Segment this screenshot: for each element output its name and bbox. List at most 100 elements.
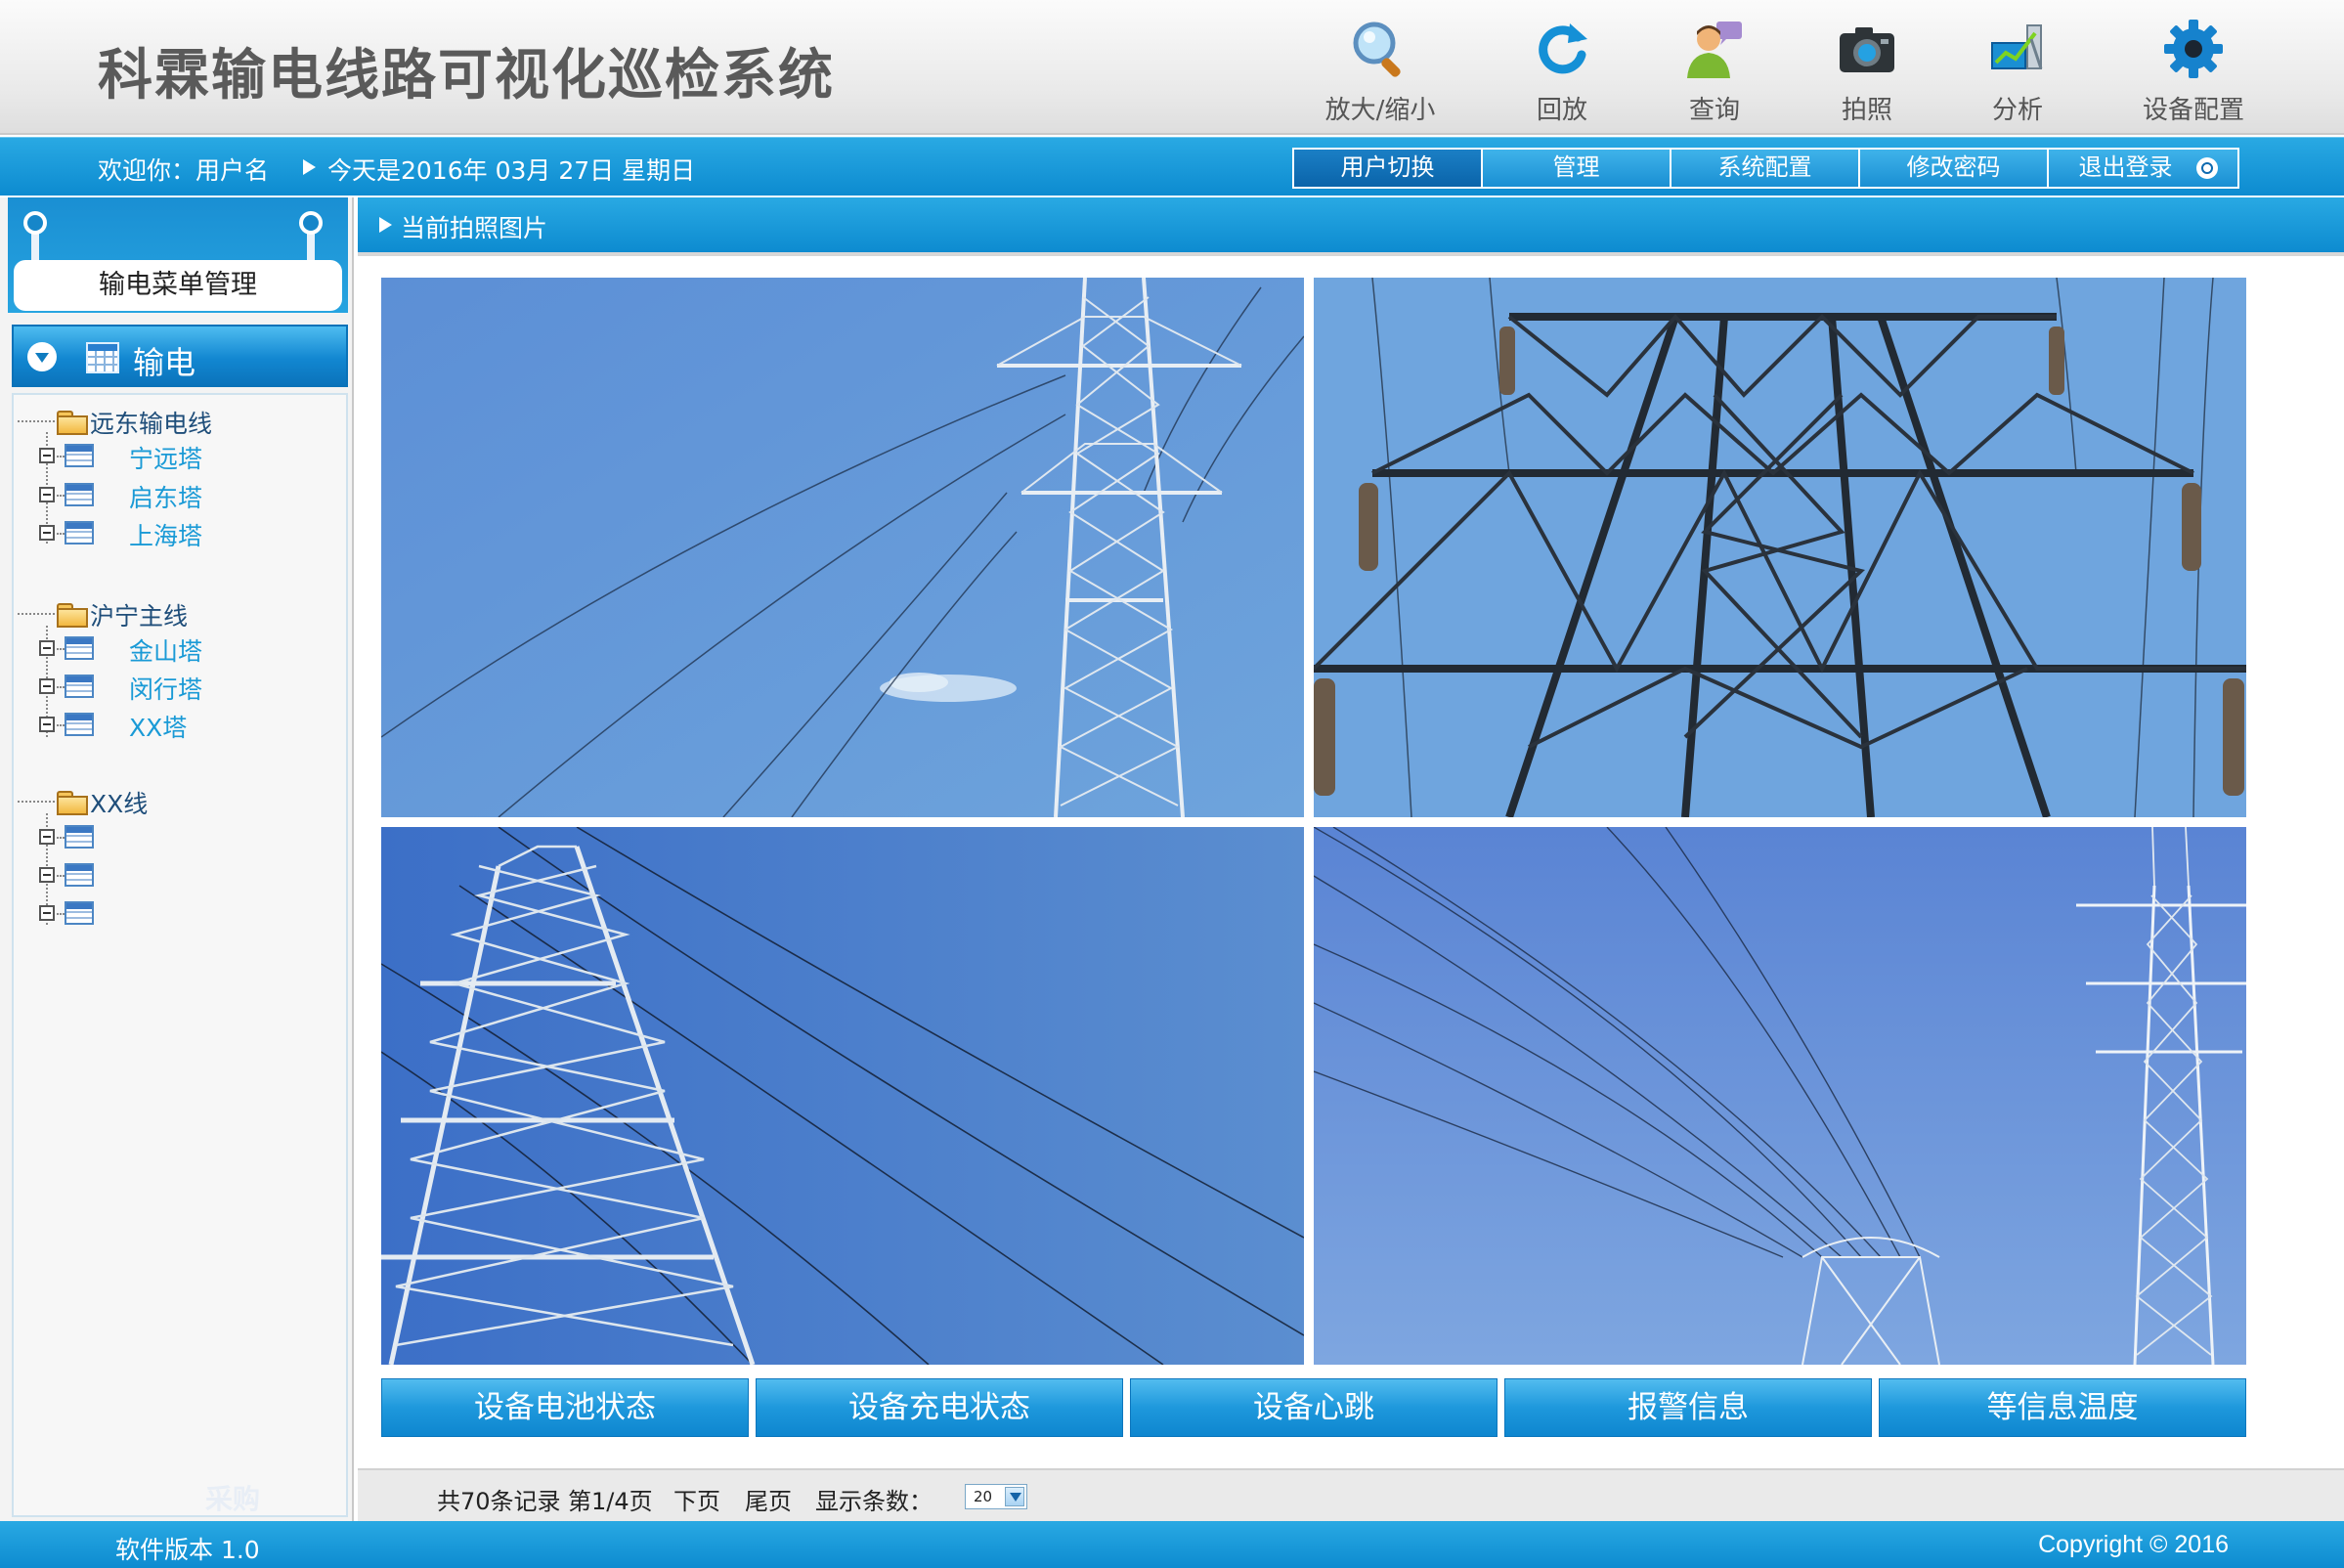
folder-icon	[57, 603, 88, 628]
heartbeat-button[interactable]: 设备心跳	[1130, 1378, 1498, 1437]
tree-connector	[57, 495, 65, 497]
system-config-button[interactable]: 系统配置	[1671, 150, 1860, 187]
change-password-button[interactable]: 修改密码	[1860, 150, 2049, 187]
temperature-info-button[interactable]: 等信息温度	[1879, 1378, 2246, 1437]
binder-ring-icon	[23, 211, 47, 235]
device-config-tool-button[interactable]: 设备配置	[2115, 14, 2272, 127]
tower-page-icon	[65, 521, 94, 544]
photo-tool-label: 拍照	[1841, 96, 1892, 125]
section-arrow-icon	[379, 217, 392, 233]
app-title: 科霖输电线路可视化巡检系统	[98, 44, 835, 108]
charging-status-button[interactable]: 设备充电状态	[756, 1378, 1123, 1437]
tree-item-tower[interactable]: 启东塔	[129, 484, 203, 512]
main-section-title: 当前拍照图片	[401, 214, 548, 242]
tree-group-label[interactable]: 沪宁主线	[90, 602, 189, 631]
tree-expander[interactable]	[39, 448, 55, 463]
switch-user-button[interactable]: 用户切换	[1294, 150, 1483, 187]
tree-expander[interactable]	[39, 829, 55, 845]
sidebar: 输电菜单管理 输电 远东输电线 宁远塔 启东塔	[0, 197, 354, 1521]
tower-page-icon	[65, 675, 94, 698]
pager-total: 共70条记录	[437, 1488, 561, 1515]
analysis-icon	[1991, 24, 2043, 69]
binder-ring-icon	[299, 211, 323, 235]
date-arrow-icon	[303, 159, 316, 175]
tree-expander[interactable]	[39, 487, 55, 502]
query-tool-button[interactable]: 查询	[1636, 14, 1793, 127]
replay-tool-label: 回放	[1536, 96, 1587, 125]
tree-connector	[18, 420, 55, 422]
analysis-tool-label: 分析	[1991, 96, 2043, 125]
tree-expander[interactable]	[39, 678, 55, 694]
top-nav: 用户切换 管理 系统配置 修改密码 退出登录	[1292, 148, 2239, 189]
zoom-tool-label: 放大/缩小	[1324, 96, 1436, 125]
battery-status-button[interactable]: 设备电池状态	[381, 1378, 749, 1437]
pager-next-link[interactable]: 下页	[673, 1488, 720, 1515]
page-size-select[interactable]: 20	[965, 1484, 1027, 1509]
footer: 软件版本 1.0 Copyright © 2016	[0, 1521, 2344, 1568]
tower-page-icon[interactable]	[65, 863, 94, 887]
tree-expander[interactable]	[39, 905, 55, 921]
sidebar-top: 输电菜单管理	[8, 197, 348, 313]
tree-connector	[57, 686, 65, 688]
tree-connector	[57, 456, 65, 457]
tree-connector	[57, 875, 65, 877]
tree-expander[interactable]	[39, 525, 55, 541]
photo-tile-1[interactable]	[381, 278, 1304, 817]
copyright-text: Copyright © 2016	[2038, 1531, 2229, 1558]
tree-group-label[interactable]: 远东输电线	[90, 410, 213, 438]
camera-icon	[1840, 27, 1894, 72]
tower-page-icon[interactable]	[65, 825, 94, 849]
section-header-transmission[interactable]: 输电	[12, 325, 348, 387]
tree-expander[interactable]	[39, 640, 55, 656]
tree-item-tower[interactable]: XX塔	[129, 714, 188, 742]
page-size-value: 20	[974, 1488, 993, 1505]
tree-connector	[18, 613, 55, 615]
tower-page-icon	[65, 444, 94, 467]
main-section-header: 当前拍照图片	[358, 197, 2344, 252]
tower-photo-image	[1314, 827, 2246, 1365]
alarm-info-button[interactable]: 报警信息	[1504, 1378, 1872, 1437]
binder-ring-stem	[307, 229, 315, 276]
tree-expander[interactable]	[39, 717, 55, 732]
tower-page-icon[interactable]	[65, 901, 94, 925]
photo-tool-button[interactable]: 拍照	[1789, 14, 1945, 127]
logout-label: 退出登录	[2078, 153, 2173, 181]
tower-photo-image	[381, 278, 1304, 817]
photo-tile-4[interactable]	[1314, 827, 2246, 1365]
pager-last-link[interactable]: 尾页	[745, 1488, 792, 1515]
photo-tile-2[interactable]	[1314, 278, 2246, 817]
tree-item-tower[interactable]: 金山塔	[129, 637, 203, 666]
photo-tile-3[interactable]	[381, 827, 1304, 1365]
tree-connector	[57, 533, 65, 535]
tower-page-icon	[65, 483, 94, 506]
tree-connector	[18, 801, 55, 803]
pager-size-label: 显示条数：	[815, 1488, 933, 1515]
query-tool-label: 查询	[1688, 96, 1740, 125]
chevron-down-icon	[1005, 1487, 1024, 1506]
analysis-tool-button[interactable]: 分析	[1939, 14, 2096, 127]
tree-group-label[interactable]: XX线	[90, 790, 149, 818]
zoom-tool-button[interactable]: 放大/缩小	[1302, 14, 1458, 127]
power-icon	[2196, 157, 2218, 179]
menu-title: 输电菜单管理	[14, 260, 342, 311]
replay-icon	[1539, 23, 1587, 74]
tree-connector	[57, 913, 65, 915]
tree-expander[interactable]	[39, 867, 55, 883]
folder-icon	[57, 411, 88, 435]
chevron-down-icon	[27, 342, 57, 371]
tree-item-tower[interactable]: 宁远塔	[129, 445, 203, 473]
binder-ring-stem	[31, 229, 39, 276]
tree-item-tower[interactable]: 闵行塔	[129, 675, 203, 704]
welcome-text: 欢迎你：用户名	[98, 156, 270, 185]
logout-button[interactable]: 退出登录	[2049, 150, 2237, 187]
replay-tool-button[interactable]: 回放	[1484, 14, 1640, 127]
manage-button[interactable]: 管理	[1483, 150, 1671, 187]
tree-item-tower[interactable]: 上海塔	[129, 522, 203, 550]
app-header: 科霖输电线路可视化巡检系统 放大/缩小 回放	[0, 0, 2344, 135]
software-version: 软件版本 1.0	[115, 1536, 260, 1564]
tree-connector	[57, 648, 65, 650]
grid-icon	[86, 342, 119, 373]
magnifier-icon	[1353, 22, 1401, 77]
tower-photo-image	[1314, 278, 2246, 817]
